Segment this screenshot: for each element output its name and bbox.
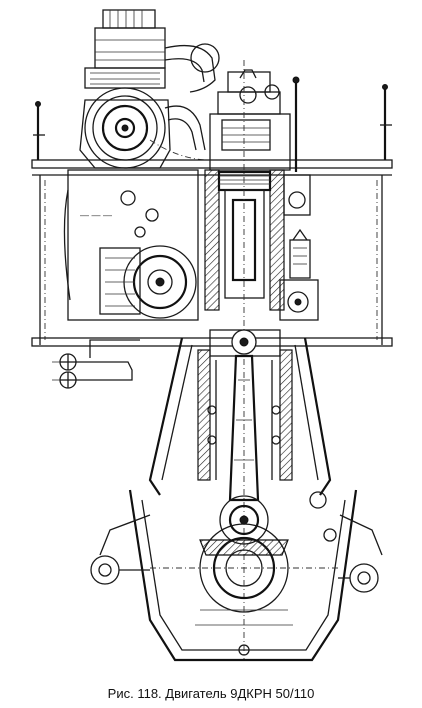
fuel-pump xyxy=(279,174,319,321)
upper-platform xyxy=(31,159,393,347)
engine-cross-section-drawing: — — — xyxy=(31,9,393,662)
crankcase xyxy=(128,489,358,662)
svg-text:— — —: — — — xyxy=(80,210,112,220)
turbocharger xyxy=(79,9,220,169)
figure-caption: Рис. 118. Двигатель 9ДКРН 50/110 xyxy=(107,686,315,701)
foundation-eyes xyxy=(90,491,383,593)
side-rods xyxy=(33,84,392,160)
cylinder-liner xyxy=(204,60,285,660)
pipe-valves xyxy=(52,339,140,389)
a-frame xyxy=(148,329,332,502)
cylinder-head xyxy=(209,69,300,172)
scavenge-receiver: — — — xyxy=(63,169,199,321)
